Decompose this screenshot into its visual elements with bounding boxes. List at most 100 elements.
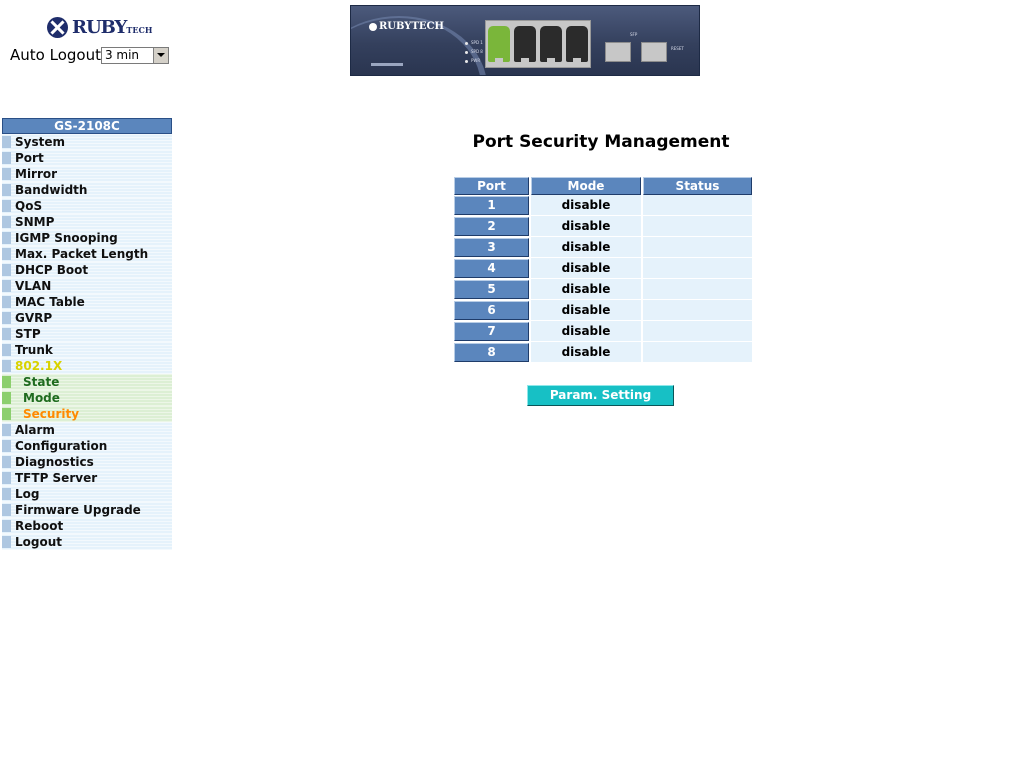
menu-bullet-icon <box>2 200 11 212</box>
sidebar-item-label: System <box>15 135 65 149</box>
port-button[interactable]: 1 <box>454 196 529 215</box>
sidebar-item-label: Alarm <box>15 423 55 437</box>
sidebar-item-alarm[interactable]: Alarm <box>2 422 172 438</box>
menu-bullet-icon <box>2 280 11 292</box>
sidebar-item-gvrp[interactable]: GVRP <box>2 310 172 326</box>
status-cell <box>643 195 752 216</box>
rubytech-emblem-icon <box>47 16 68 38</box>
sidebar-item-label: Mode <box>23 391 60 405</box>
sidebar-item-label: Configuration <box>15 439 108 453</box>
port-cell: 1 <box>454 195 529 216</box>
sidebar-item-tftp-server[interactable]: TFTP Server <box>2 470 172 486</box>
sidebar-item-mirror[interactable]: Mirror <box>2 166 172 182</box>
port-cell: 2 <box>454 216 529 237</box>
sidebar-item-label: Port <box>15 151 44 165</box>
status-cell <box>643 321 752 342</box>
menu-bullet-icon <box>2 376 11 388</box>
mode-cell: disable <box>531 216 641 237</box>
sidebar-item-configuration[interactable]: Configuration <box>2 438 172 454</box>
port-cell: 5 <box>454 279 529 300</box>
sidebar-item-trunk[interactable]: Trunk <box>2 342 172 358</box>
port-button[interactable]: 3 <box>454 238 529 257</box>
sfp-port-icon[interactable] <box>605 42 631 62</box>
auto-logout-select[interactable]: 3 min <box>100 46 169 64</box>
rj45-port-icon[interactable] <box>540 26 562 63</box>
menu-bullet-icon <box>2 232 11 244</box>
page-title: Port Security Management <box>472 132 730 152</box>
sidebar-item-log[interactable]: Log <box>2 486 172 502</box>
sidebar-item-bandwidth[interactable]: Bandwidth <box>2 182 172 198</box>
sidebar-item-security[interactable]: Security <box>2 406 172 422</box>
panel-logo: RUBYTECH <box>369 21 444 32</box>
port-button[interactable]: 6 <box>454 301 529 320</box>
port-button[interactable]: 8 <box>454 343 529 362</box>
rj45-port-icon[interactable] <box>566 26 588 63</box>
sidebar-item-snmp[interactable]: SNMP <box>2 214 172 230</box>
sidebar-item-qos[interactable]: QoS <box>2 198 172 214</box>
rj45-port-icon[interactable] <box>488 26 510 63</box>
sidebar-item-label: Logout <box>15 535 63 549</box>
status-cell <box>643 237 752 258</box>
sidebar-item-stp[interactable]: STP <box>2 326 172 342</box>
sidebar-model-header: GS-2108C <box>2 118 172 134</box>
menu-bullet-icon <box>2 360 11 372</box>
menu-bullet-icon <box>2 488 11 500</box>
sidebar-item-label: DHCP Boot <box>15 263 89 277</box>
sidebar-item-label: SNMP <box>15 215 55 229</box>
menu-bullet-icon <box>2 264 11 276</box>
menu-bullet-icon <box>2 408 11 420</box>
sidebar-item-label: QoS <box>15 199 43 213</box>
sidebar-item-max-packet-length[interactable]: Max. Packet Length <box>2 246 172 262</box>
menu-bullet-icon <box>2 504 11 516</box>
sidebar-item-state[interactable]: State <box>2 374 172 390</box>
sidebar-item-logout[interactable]: Logout <box>2 534 172 550</box>
sfp-label: SFP <box>630 32 638 37</box>
status-cell <box>643 258 752 279</box>
status-cell <box>643 216 752 237</box>
param-setting-button[interactable]: Param. Setting <box>527 385 674 406</box>
menu-bullet-icon <box>2 472 11 484</box>
mode-cell: disable <box>531 258 641 279</box>
sidebar-item-port[interactable]: Port <box>2 150 172 166</box>
sidebar-item-dhcp-boot[interactable]: DHCP Boot <box>2 262 172 278</box>
menu-bullet-icon <box>2 312 11 324</box>
sidebar-item-label: 802.1X <box>15 359 63 373</box>
panel-model-bar <box>371 63 403 66</box>
port-button[interactable]: 7 <box>454 322 529 341</box>
sidebar-item-diagnostics[interactable]: Diagnostics <box>2 454 172 470</box>
sidebar-item-label: Bandwidth <box>15 183 88 197</box>
menu-bullet-icon <box>2 344 11 356</box>
rj45-port-icon[interactable] <box>514 26 536 63</box>
port-button[interactable]: 5 <box>454 280 529 299</box>
sidebar-item-igmp-snooping[interactable]: IGMP Snooping <box>2 230 172 246</box>
sidebar-item-label: Mirror <box>15 167 58 181</box>
sidebar-item-label: Log <box>15 487 40 501</box>
auto-logout-label: Auto Logout <box>10 46 101 64</box>
status-cell <box>643 300 752 321</box>
port-button[interactable]: 4 <box>454 259 529 278</box>
sidebar-item-reboot[interactable]: Reboot <box>2 518 172 534</box>
auto-logout-value: 3 min <box>104 48 140 62</box>
sidebar-item-vlan[interactable]: VLAN <box>2 278 172 294</box>
sidebar-item-802-1x[interactable]: 802.1X <box>2 358 172 374</box>
sfp-port-icon[interactable] <box>641 42 667 62</box>
sidebar-item-firmware-upgrade[interactable]: Firmware Upgrade <box>2 502 172 518</box>
sidebar-item-mac-table[interactable]: MAC Table <box>2 294 172 310</box>
panel-leds: SPD 1 SPD 8 PWR <box>465 38 483 65</box>
sidebar-item-mode[interactable]: Mode <box>2 390 172 406</box>
port-button[interactable]: 2 <box>454 217 529 236</box>
sidebar-item-system[interactable]: System <box>2 134 172 150</box>
menu-bullet-icon <box>2 168 11 180</box>
table-header-row: Port Mode Status <box>454 177 752 195</box>
sidebar-item-label: STP <box>15 327 41 341</box>
status-cell <box>643 279 752 300</box>
menu-bullet-icon <box>2 248 11 260</box>
mode-cell: disable <box>531 300 641 321</box>
mode-cell: disable <box>531 195 641 216</box>
chevron-down-icon[interactable] <box>152 47 168 63</box>
